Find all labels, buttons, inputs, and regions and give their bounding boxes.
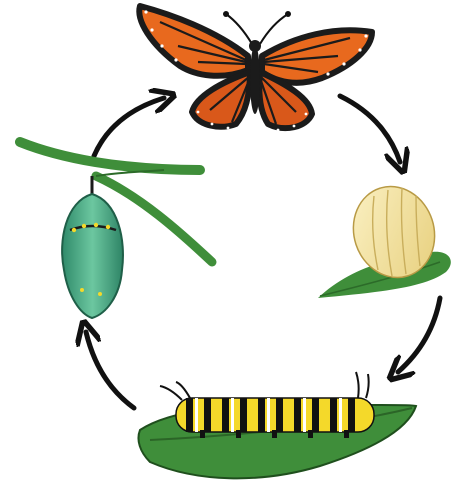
butterfly-icon (139, 6, 372, 131)
chrysalis-on-branch-icon (20, 142, 212, 318)
caterpillar (176, 398, 374, 438)
arrow-butterfly-to-egg-icon (340, 96, 400, 162)
chrysalis (62, 194, 123, 318)
caterpillar-on-leaf-icon (138, 372, 416, 478)
arrow-egg-to-caterpillar-icon (398, 298, 440, 372)
arrow-caterpillar-to-chrysalis-icon (86, 332, 134, 408)
egg-on-leaf-icon (318, 176, 451, 298)
branch (20, 142, 200, 170)
arrow-chrysalis-to-butterfly-icon (94, 98, 164, 156)
